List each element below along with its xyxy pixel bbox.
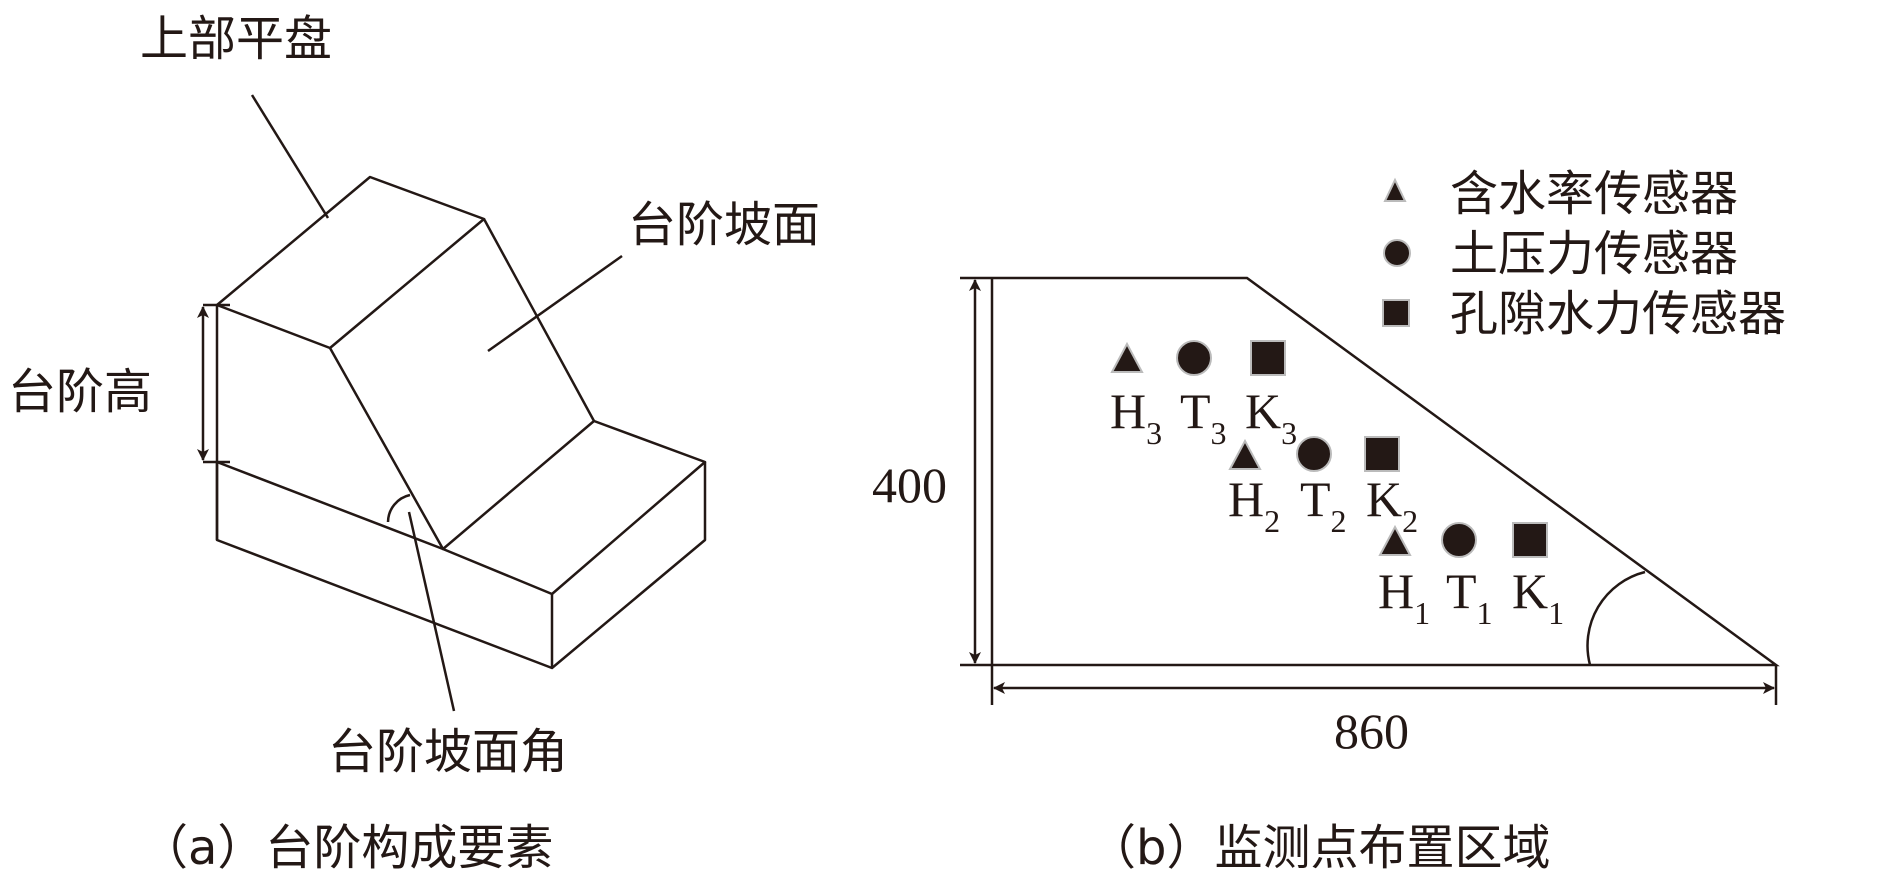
dim-height-label: 400 (872, 457, 947, 513)
leader-lines-a (250, 94, 623, 712)
caption-b: （b）监测点布置区域 (1088, 820, 1550, 876)
width-dimension (990, 665, 1778, 705)
caption-a: （a）台阶构成要素 (140, 820, 553, 876)
pore-water-sensor-icon (1364, 436, 1400, 472)
sensor-group-2: H2 T2 K2 (1228, 436, 1418, 539)
moisture-sensor-icon (1110, 341, 1144, 373)
moisture-sensor-icon (1228, 438, 1262, 470)
sensor-label-h2: H2 (1228, 471, 1280, 539)
moisture-sensor-icon (1383, 177, 1407, 202)
label-slope-angle: 台阶坡面角 (328, 724, 568, 780)
sensor-label-t1: T1 (1446, 563, 1493, 631)
legend: 含水率传感器 土压力传感器 孔隙水力传感器 (1382, 166, 1786, 342)
sensor-label-t2: T2 (1300, 471, 1347, 539)
step-height-dimension (197, 303, 230, 464)
label-slope-face: 台阶坡面 (628, 197, 820, 253)
earth-pressure-sensor-icon (1176, 340, 1212, 376)
sensor-group-1: H1 T1 K1 (1378, 522, 1564, 631)
dim-width-label: 860 (1334, 703, 1409, 759)
legend-moisture: 含水率传感器 (1450, 166, 1738, 222)
earth-pressure-sensor-icon (1441, 522, 1477, 558)
moisture-sensor-icon (1378, 524, 1412, 556)
sensor-label-h1: H1 (1378, 563, 1430, 631)
pore-water-sensor-icon (1250, 340, 1286, 376)
slope-angle-arc-b (1586, 570, 1646, 666)
sensor-label-t3: T3 (1180, 383, 1227, 451)
legend-earth-pressure: 土压力传感器 (1450, 226, 1738, 282)
sensor-label-h3: H3 (1110, 383, 1162, 451)
step-block-drawing (215, 175, 707, 670)
earth-pressure-sensor-icon (1296, 436, 1332, 472)
pore-water-sensor-icon (1512, 522, 1548, 558)
label-step-height: 台阶高 (8, 364, 152, 420)
sensor-label-k3: K3 (1245, 383, 1297, 451)
sensor-label-k2: K2 (1366, 471, 1418, 539)
earth-pressure-sensor-icon (1383, 239, 1411, 267)
height-dimension (960, 276, 992, 667)
slope-face-edges (328, 218, 596, 551)
sensor-label-k1: K1 (1512, 563, 1564, 631)
label-top-platform: 上部平盘 (140, 11, 332, 67)
top-platform-edges (216, 175, 486, 349)
pore-water-sensor-icon (1382, 299, 1410, 327)
slope-angle-arc (386, 493, 411, 523)
legend-pore-water: 孔隙水力传感器 (1450, 286, 1786, 342)
sensor-group-3: H3 T3 K3 (1110, 340, 1297, 451)
